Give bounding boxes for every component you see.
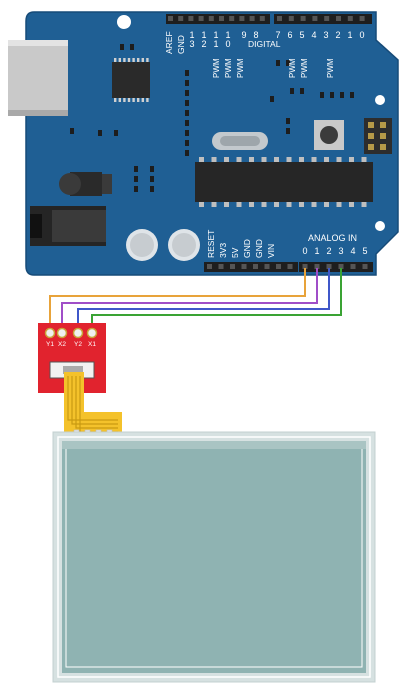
analog-pin-number: 5	[362, 246, 367, 256]
breakout-pin-label: X2	[58, 341, 66, 348]
capacitor	[130, 233, 154, 257]
mounting-hole	[375, 221, 385, 231]
wire-y2-to-a2	[77, 268, 330, 329]
atmega-chip	[195, 157, 373, 207]
pwm-label: PWM	[300, 58, 309, 78]
breakout-pins: Y1 X2 Y2 X1	[44, 327, 98, 348]
breakout-pin-pad	[72, 327, 84, 339]
touch-screen-panel	[52, 431, 376, 683]
digital-pin-number: 8	[253, 30, 258, 40]
digital-pin-number: 1	[225, 30, 230, 40]
usb-connector	[8, 40, 68, 116]
usb-chip	[112, 58, 150, 102]
breakout-pin-pad	[44, 327, 56, 339]
pwm-label: PWM	[236, 58, 245, 78]
analog-pin-number: 2	[326, 246, 331, 256]
crystal	[212, 132, 268, 150]
power-pin-label: GND	[254, 239, 264, 258]
power-pin-label: VIN	[266, 244, 276, 258]
touch-panel-active-area	[62, 441, 366, 673]
digital-pin-number: 3	[323, 30, 328, 40]
digital-pin-number: 4	[311, 30, 316, 40]
digital-pin-number: 9	[241, 30, 246, 40]
digital-pin-number: 1	[213, 30, 218, 40]
breakout-pin-label: Y1	[46, 341, 54, 348]
analog-in-label: ANALOG IN	[308, 233, 357, 243]
digital-pin-number: 7	[275, 30, 280, 40]
digital-pin-number: 2	[335, 30, 340, 40]
analog-pin-number: 3	[338, 246, 343, 256]
wire-x1-to-a3	[91, 268, 342, 329]
voltage-regulator	[59, 172, 112, 196]
digital-pin-number: 1	[347, 30, 352, 40]
analog-header	[299, 262, 373, 272]
digital-header	[166, 14, 372, 24]
reset-button	[314, 120, 344, 150]
wire-y1-to-a0	[49, 268, 306, 329]
breakout-pin-pad	[56, 327, 68, 339]
capacitor	[172, 233, 196, 257]
digital-label: DIGITAL	[248, 39, 281, 49]
aref-label: AREF	[164, 31, 174, 54]
wire-x2-to-a1	[61, 268, 318, 329]
gnd-label: GND	[176, 35, 186, 54]
power-pin-label: 3V3	[218, 243, 228, 258]
pwm-label: PWM	[224, 58, 233, 78]
breakout-pin-pad	[86, 327, 98, 339]
breakout-pin-label: Y2	[74, 341, 82, 348]
mounting-hole	[375, 95, 385, 105]
power-pin-label: RESET	[206, 230, 216, 258]
digital-pin-number: 1	[201, 30, 206, 40]
pwm-label: PWM	[212, 58, 221, 78]
breakout-pin-label: X1	[88, 341, 96, 348]
pwm-label: PWM	[326, 58, 335, 78]
pwm-label: PWM	[288, 58, 297, 78]
analog-pin-number: 4	[350, 246, 355, 256]
digital-pin-number: 0	[225, 39, 230, 49]
analog-pin-number: 0	[302, 246, 307, 256]
power-pin-label: GND	[242, 239, 252, 258]
power-jack	[30, 206, 106, 246]
digital-pin-number: 1	[189, 30, 194, 40]
digital-pin-number: 0	[359, 30, 364, 40]
digital-pin-number: 3	[189, 39, 194, 49]
mounting-hole	[117, 15, 131, 29]
touch-panel-electrode	[57, 436, 371, 678]
power-header	[204, 262, 298, 272]
power-pin-label: 5V	[230, 247, 240, 258]
analog-pin-number: 1	[314, 246, 319, 256]
digital-pin-number: 5	[299, 30, 304, 40]
digital-pin-number: 6	[287, 30, 292, 40]
icsp-header	[364, 118, 392, 154]
smd-components	[70, 44, 354, 192]
wires	[49, 268, 342, 329]
digital-pin-number: 1	[213, 39, 218, 49]
digital-pin-number: 2	[201, 39, 206, 49]
